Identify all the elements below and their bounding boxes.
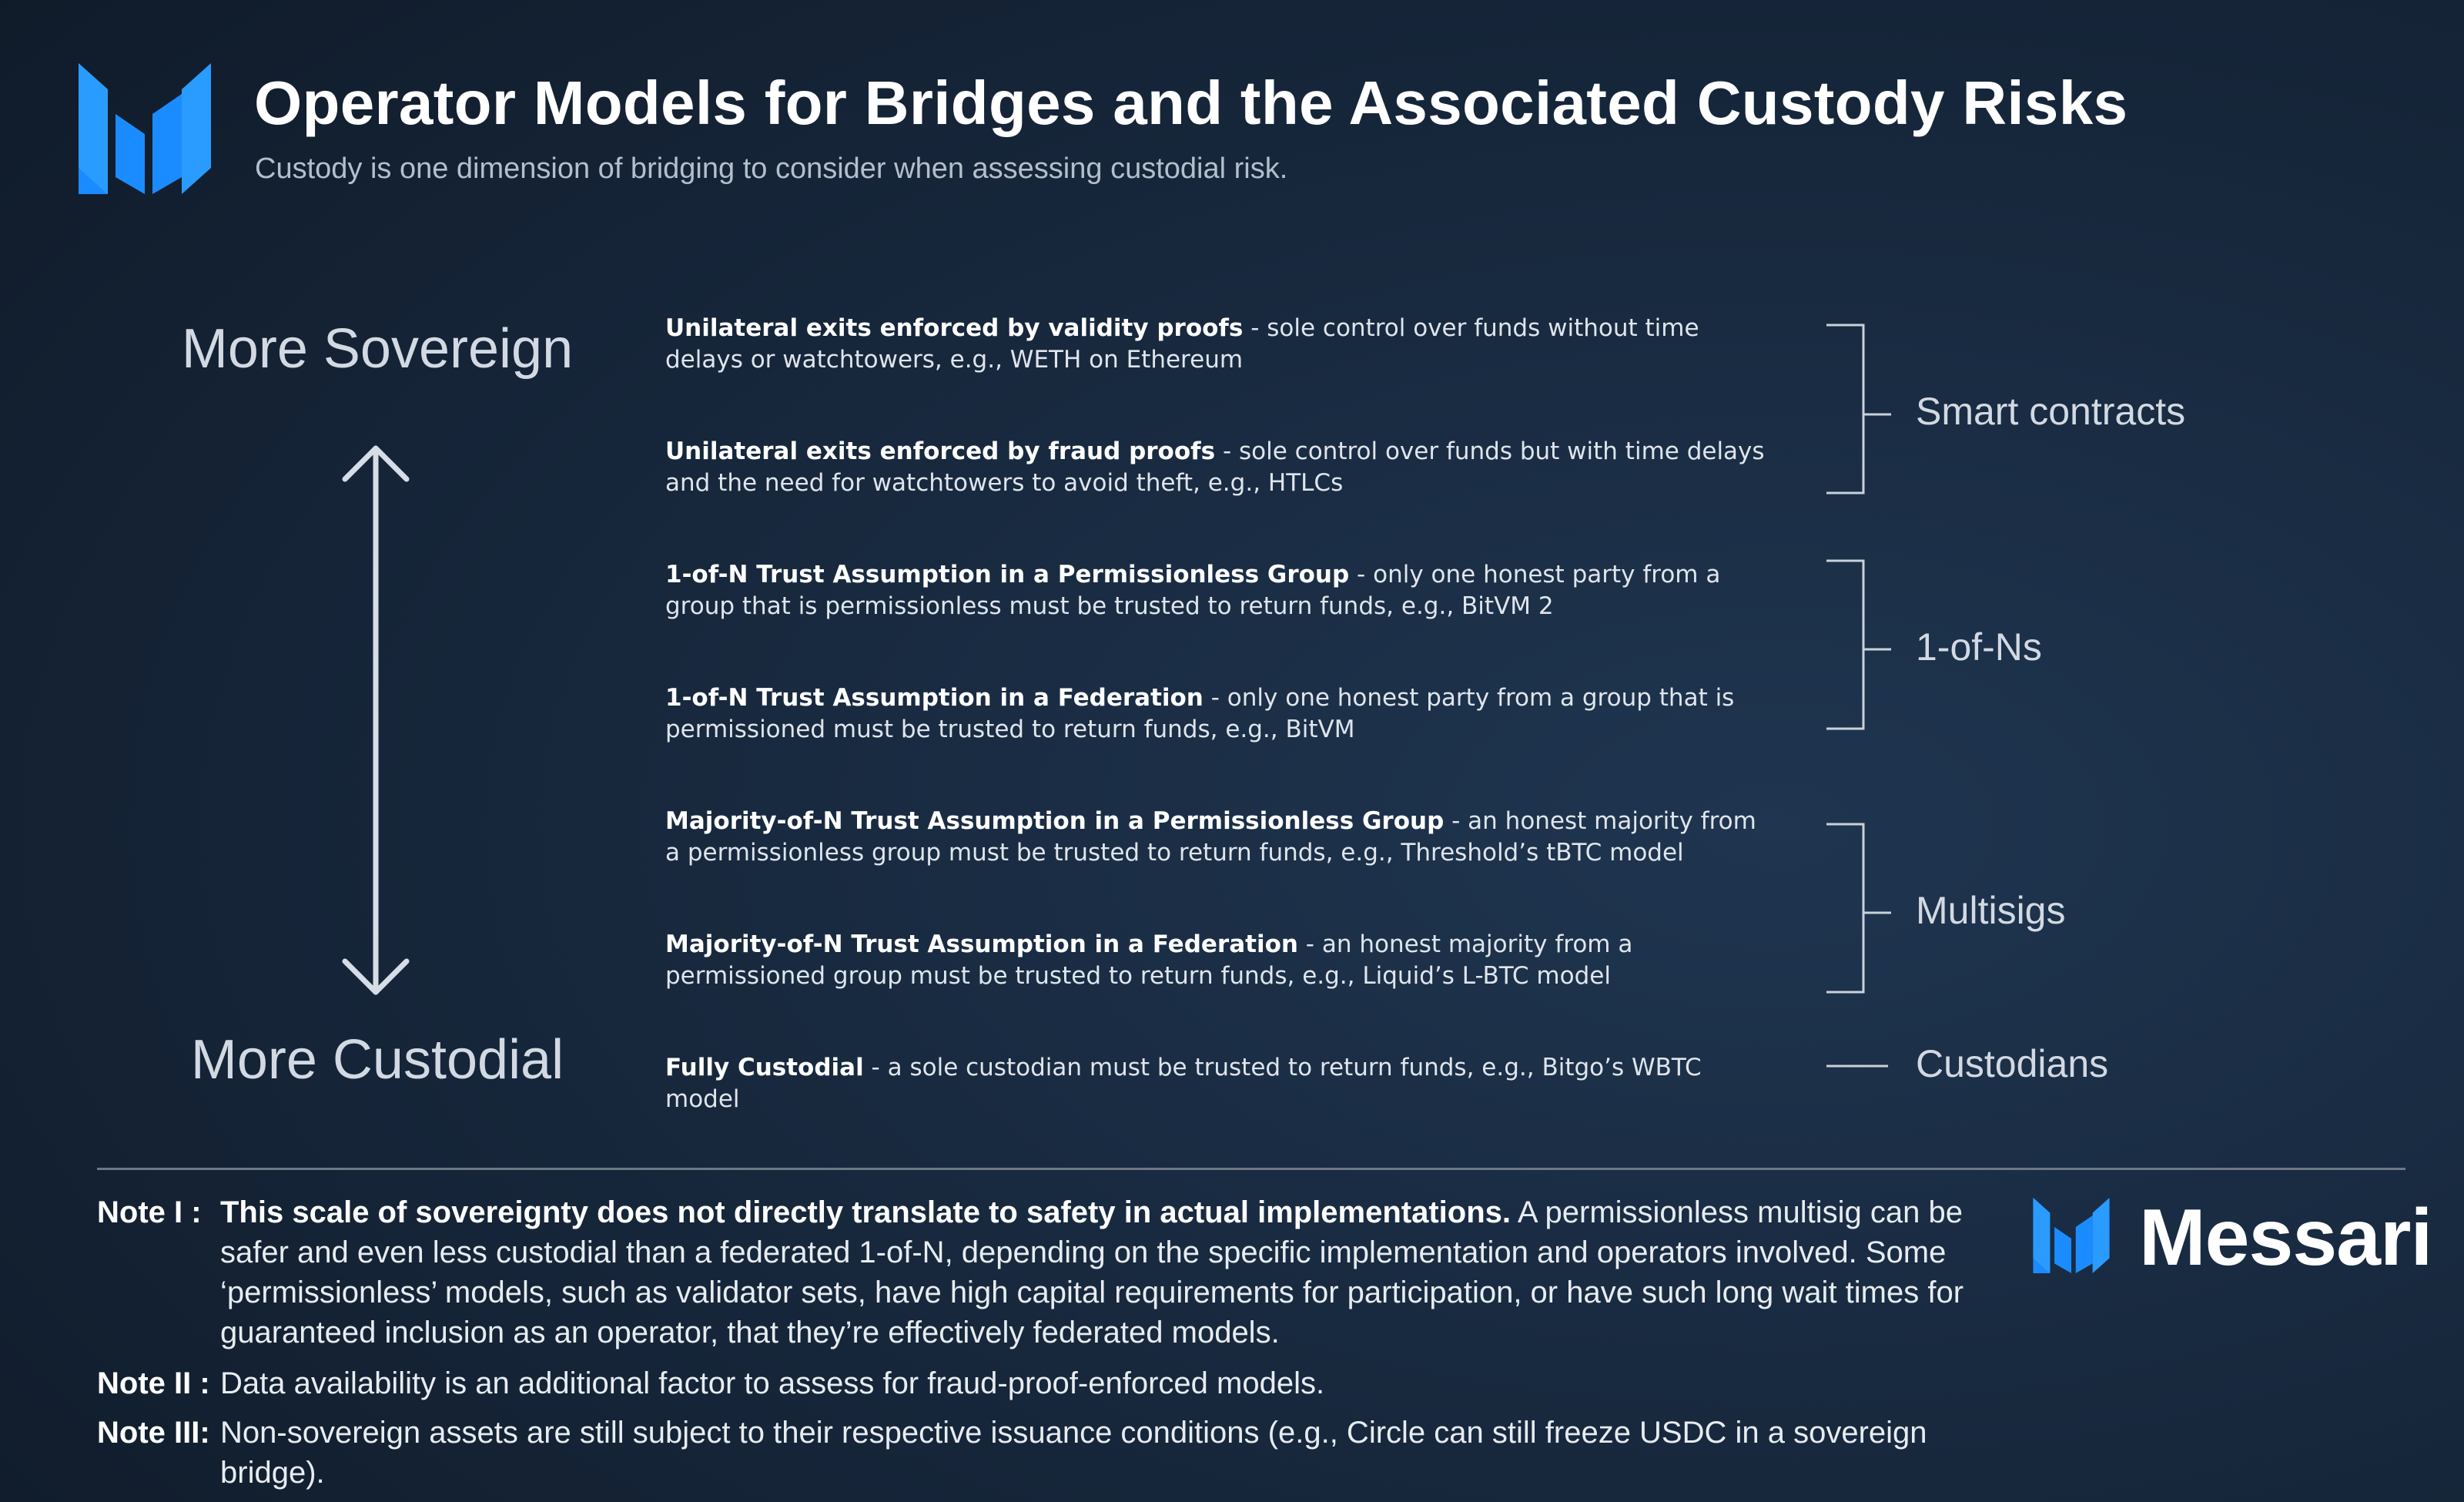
item-title: 1-of-N Trust Assumption in a Permissionl… xyxy=(665,561,1350,588)
note-3: Note III: Non-sovereign assets are still… xyxy=(97,1413,2037,1493)
item-majority-federation: Majority-of-N Trust Assumption in a Fede… xyxy=(665,930,1633,990)
item-title: Unilateral exits enforced by validity pr… xyxy=(665,314,1244,342)
item-desc: a sole custodian must be trusted to retu… xyxy=(665,1054,1702,1113)
group-label-multisigs: Multisigs xyxy=(1916,889,2066,932)
note-body: Non-sovereign assets are still subject t… xyxy=(220,1413,2037,1493)
group-label-smart-contracts: Smart contracts xyxy=(1916,390,2186,433)
bracket-multisigs xyxy=(1826,823,1865,994)
messari-logo-icon xyxy=(79,63,211,194)
item-desc: only one honest party from a group that … xyxy=(665,561,1721,620)
item-1-of-n-permissionless: 1-of-N Trust Assumption in a Permissionl… xyxy=(665,561,1721,620)
page-title: Operator Models for Bridges and the Asso… xyxy=(254,69,2128,137)
messari-brand-icon xyxy=(2033,1198,2110,1273)
item-validity-proofs: Unilateral exits enforced by validity pr… xyxy=(665,314,1699,374)
brand-wordmark: Messari xyxy=(2139,1193,2432,1282)
item-title: Unilateral exits enforced by fraud proof… xyxy=(665,438,1216,465)
divider xyxy=(97,1168,2405,1170)
scale-bottom-label: More Custodial xyxy=(190,1029,564,1091)
bracket-1-of-ns xyxy=(1826,559,1865,730)
item-title: Fully Custodial xyxy=(665,1054,864,1081)
item-title: 1-of-N Trust Assumption in a Federation xyxy=(665,684,1204,712)
item-desc: only one honest party from a group that … xyxy=(665,684,1735,743)
page-subtitle: Custody is one dimension of bridging to … xyxy=(255,153,1288,185)
note-text: A permissionless multisig can be safer a… xyxy=(220,1195,1964,1349)
note-body: Data availability is an additional facto… xyxy=(220,1363,2037,1403)
item-1-of-n-federation: 1-of-N Trust Assumption in a Federation … xyxy=(665,684,1735,743)
item-desc: sole control over funds without time del… xyxy=(665,314,1699,374)
note-label: Note III: xyxy=(97,1416,210,1450)
scale-top-label: More Sovereign xyxy=(181,318,574,380)
item-fully-custodial: Fully Custodial - a sole custodian must … xyxy=(665,1054,1702,1113)
note-label: Note II : xyxy=(97,1366,210,1400)
note-text: Non-sovereign assets are still subject t… xyxy=(220,1416,1927,1490)
note-2: Note II : Data availability is an additi… xyxy=(97,1363,2037,1403)
item-fraud-proofs: Unilateral exits enforced by fraud proof… xyxy=(665,438,1765,497)
group-label-1-of-ns: 1-of-Ns xyxy=(1916,625,2042,669)
item-title: Majority-of-N Trust Assumption in a Perm… xyxy=(665,807,1445,835)
note-bold-text: This scale of sovereignty does not direc… xyxy=(220,1195,1512,1229)
item-desc: an honest majority from a permissioned g… xyxy=(665,930,1633,990)
item-desc: an honest majority from a permissionless… xyxy=(665,807,1756,867)
item-title: Majority-of-N Trust Assumption in a Fede… xyxy=(665,930,1298,958)
note-1: Note I : This scale of sovereignty does … xyxy=(97,1192,2037,1353)
bracket-smart-contracts xyxy=(1826,324,1865,495)
note-label: Note I : xyxy=(97,1195,202,1229)
group-label-custodians: Custodians xyxy=(1916,1042,2109,1085)
note-text: Data availability is an additional facto… xyxy=(220,1366,1325,1400)
double-arrow-icon xyxy=(342,445,410,995)
item-majority-permissionless: Majority-of-N Trust Assumption in a Perm… xyxy=(665,807,1756,867)
note-body: This scale of sovereignty does not direc… xyxy=(220,1192,2037,1353)
item-desc: sole control over funds but with time de… xyxy=(665,438,1765,497)
